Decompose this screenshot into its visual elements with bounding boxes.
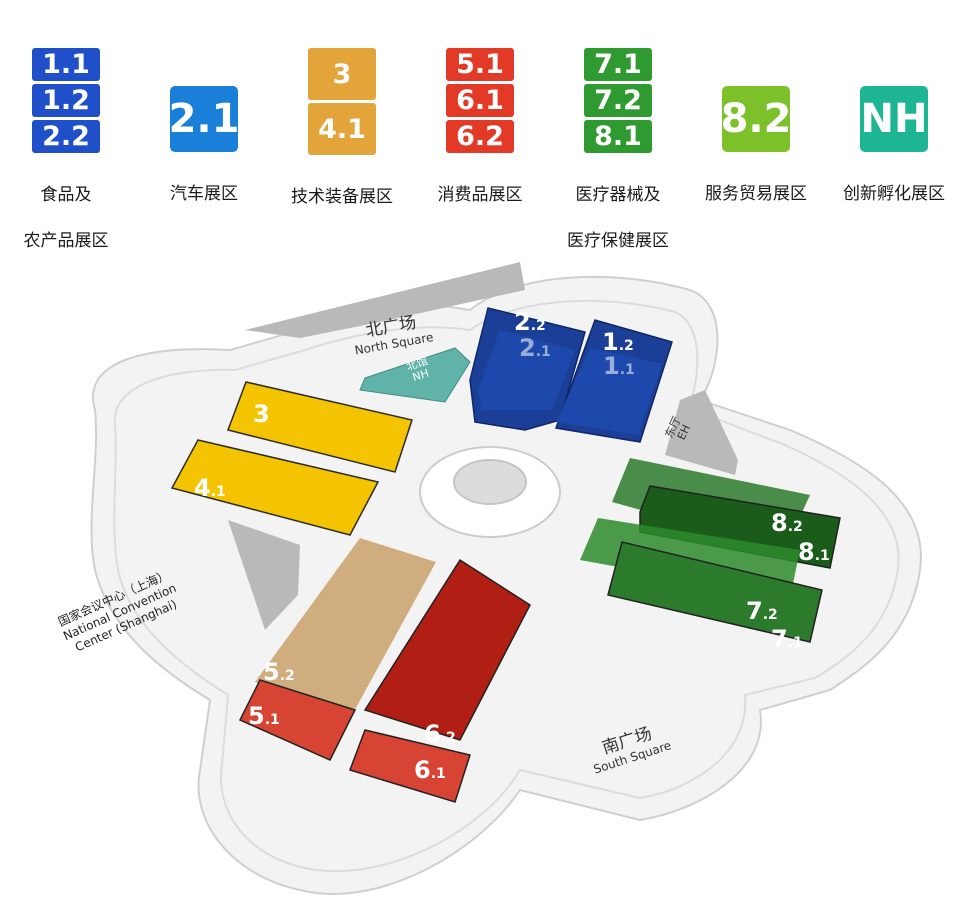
legend-label-line: 消费品展区: [437, 185, 523, 205]
venue-map-graphic: [90, 262, 922, 895]
hall-label-sub: .2: [787, 519, 803, 535]
legend-label: 汽车展区: [170, 160, 238, 229]
hall-label-sub: .2: [440, 730, 456, 746]
legend-tile: 6.1: [446, 84, 514, 117]
hall-label-sub: .1: [619, 362, 635, 378]
legend-tech: 3 4.1 技术装备展区: [272, 48, 412, 232]
legend-tile: 1.1: [32, 48, 100, 81]
hall-label-2-1: 2.1: [519, 334, 551, 362]
hall-label-sub: .2: [762, 607, 778, 623]
legend-service: 8.2 服务贸易展区: [686, 48, 826, 229]
legend-label-line: 服务贸易展区: [705, 184, 807, 204]
legend-food: 1.1 1.2 2.2 食品及 农产品展区: [0, 48, 136, 276]
hall-label-7-1: 7.1: [771, 625, 803, 653]
legend-tile: 4.1: [308, 103, 376, 155]
hall-3: [227, 381, 413, 473]
legend-tile: 5.1: [446, 48, 514, 81]
hall-label-sub: .1: [535, 344, 551, 360]
legend: 1.1 1.2 2.2 食品及 农产品展区 2.1 汽车展区 3 4.1 技术装…: [0, 0, 960, 251]
hall-7-1: [607, 541, 823, 643]
legend-consumer: 5.1 6.1 6.2 消费品展区: [410, 48, 550, 230]
legend-tile: NH: [860, 86, 928, 152]
hall-5-2: [255, 538, 436, 715]
hall-6-1: [349, 729, 471, 803]
legend-label-line: 医疗器械及: [575, 185, 661, 205]
central-ring-inner: [453, 459, 527, 505]
hall-label-main: 7: [771, 625, 788, 653]
hall-6-2: [363, 558, 531, 741]
hall-2-1: [478, 330, 575, 410]
hall-label-8-2: 8.2: [771, 509, 803, 537]
legend-label: 食品及 农产品展区: [24, 161, 109, 276]
hall-label-6-1: 6.1: [414, 756, 446, 784]
hall-4-1: [170, 439, 380, 536]
hall-label-sub: .1: [787, 635, 803, 651]
east-hall-wedge: [665, 390, 738, 475]
convention-wedge: [228, 520, 300, 630]
hall-label-main: 2: [514, 308, 531, 336]
hall-label-2-2: 2.2: [514, 308, 546, 336]
north-hall: [359, 347, 471, 403]
legend-tile: 7.1: [584, 48, 652, 81]
hall-label-5-2: 5.2: [263, 658, 295, 686]
hall-label-1-1: 1.1: [603, 352, 635, 380]
hall-label-main: 5: [263, 658, 280, 686]
legend-tile: 8.1: [584, 120, 652, 153]
legend-tile: 7.2: [584, 84, 652, 117]
hall-label-main: 2: [519, 334, 536, 362]
legend-innovation: NH 创新孵化展区: [824, 48, 960, 229]
hall-label-sub: .1: [210, 484, 226, 500]
hall-label-8-1: 8.1: [798, 538, 830, 566]
hall-label-4-1: 4.1: [194, 474, 226, 502]
hall-label-main: 6: [414, 756, 431, 784]
legend-auto: 2.1 汽车展区: [134, 48, 274, 229]
hall-label-main: 6: [424, 720, 441, 748]
hall-label-1-2: 1.2: [602, 328, 634, 356]
legend-tile: 2.2: [32, 120, 100, 153]
legend-label-line: 技术装备展区: [291, 187, 393, 207]
legend-label-line: 农产品展区: [23, 231, 109, 251]
hall-label-sub: .2: [618, 338, 634, 354]
legend-tile: 8.2: [721, 86, 791, 152]
legend-tile: 6.2: [446, 120, 514, 153]
north-square-plaza: [245, 262, 525, 338]
legend-medical: 7.1 7.2 8.1 医疗器械及 医疗保健展区: [548, 48, 688, 276]
hall-label-sub: .2: [279, 668, 295, 684]
hall-5-1: [238, 679, 357, 761]
legend-label-line: 汽车展区: [170, 184, 238, 204]
hall-label-7-2: 7.2: [746, 597, 778, 625]
hall-label-main: 8: [771, 509, 788, 537]
hall-label-sub: .1: [430, 766, 446, 782]
hall-label-main: 7: [746, 597, 763, 625]
legend-label: 服务贸易展区: [705, 160, 807, 229]
legend-tile: 3: [308, 48, 376, 100]
hall-label-sub: .1: [814, 548, 830, 564]
hall-label-sub: .2: [530, 318, 546, 334]
hall-label-5-1: 5.1: [248, 702, 280, 730]
legend-label-line: 医疗保健展区: [567, 231, 669, 251]
hall-label-main: 3: [253, 400, 270, 428]
hall-label-main: 4: [194, 474, 211, 502]
hall-label-main: 5: [248, 702, 265, 730]
venue-map: 2.2 2.1 1.2 1.1 3 4.1 8.2 8.1 7.2 7.1 5.…: [0, 250, 960, 907]
legend-label: 医疗器械及 医疗保健展区: [567, 161, 669, 276]
hall-label-main: 8: [798, 538, 815, 566]
building-inner-outline: [113, 299, 900, 873]
hall-label-main: 1: [602, 328, 619, 356]
legend-label: 消费品展区: [438, 161, 523, 230]
legend-label-line: 食品及: [40, 185, 92, 205]
legend-label: 创新孵化展区: [843, 160, 945, 229]
hall-label-3: 3: [253, 400, 270, 428]
legend-tile: 2.1: [169, 86, 239, 152]
legend-label-line: 创新孵化展区: [843, 184, 945, 204]
legend-label: 技术装备展区: [291, 163, 393, 232]
hall-1-1: [556, 348, 662, 435]
legend-tile: 1.2: [32, 84, 100, 117]
hall-label-main: 1: [603, 352, 620, 380]
hall-label-6-2: 6.2: [424, 720, 456, 748]
hall-label-sub: .1: [264, 712, 280, 728]
